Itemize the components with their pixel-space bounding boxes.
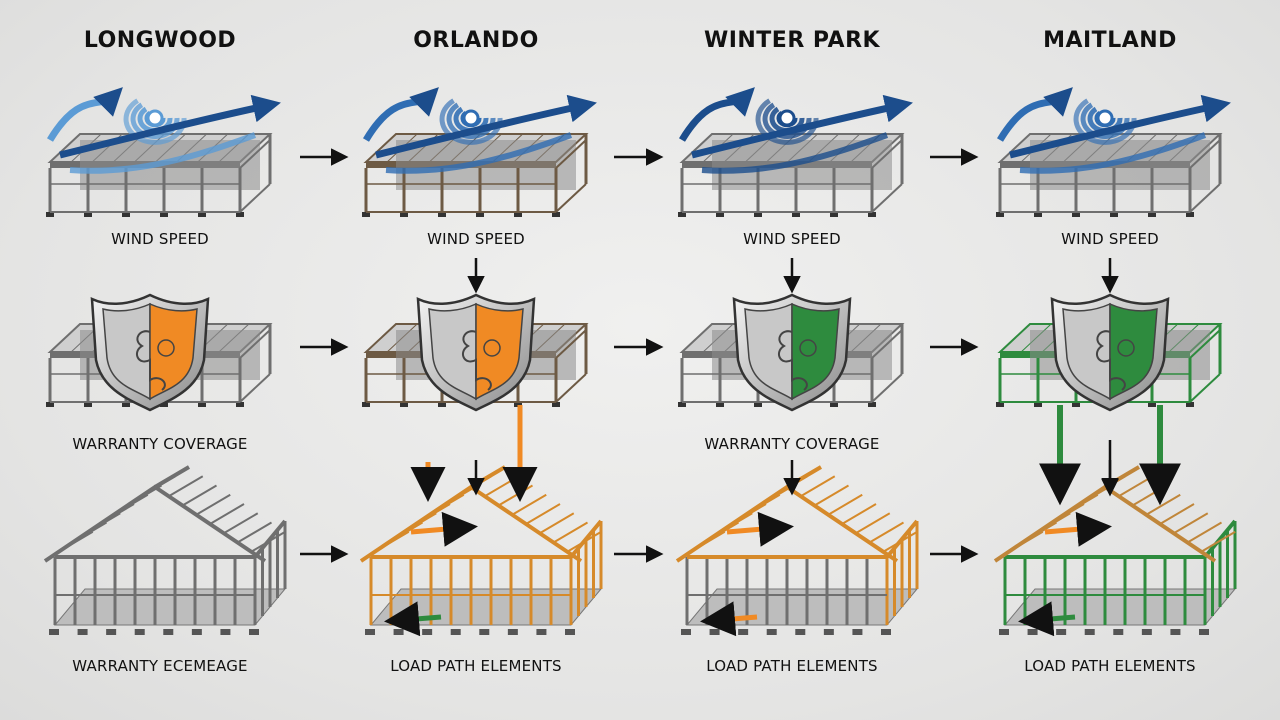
label-load-orlando: LOAD PATH ELEMENTS bbox=[390, 657, 562, 675]
warranty-shield-icon-0 bbox=[90, 293, 210, 412]
label-wind-speed-orlando: WIND SPEED bbox=[427, 230, 525, 248]
column-title-winter-park: WINTER PARK bbox=[703, 28, 881, 53]
label-load-winter-park: LOAD PATH ELEMENTS bbox=[706, 657, 878, 675]
column-title-longwood: LONGWOOD bbox=[83, 28, 237, 53]
wind-building-frame-2 bbox=[678, 133, 905, 217]
label-load-longwood: WARRANTY ECEMEAGE bbox=[72, 657, 248, 675]
warranty-shield-icon-1 bbox=[416, 293, 536, 412]
label-load-maitland: LOAD PATH ELEMENTS bbox=[1024, 657, 1196, 675]
load-path-house-frame-0 bbox=[43, 465, 287, 635]
wind-swirl-icon-1 bbox=[362, 87, 597, 174]
label-wind-speed-longwood: WIND SPEED bbox=[111, 230, 209, 248]
warranty-shield-icon-3 bbox=[1050, 293, 1170, 412]
wind-swirl-icon-3 bbox=[996, 87, 1231, 174]
load-path-house-frame-3 bbox=[993, 465, 1237, 637]
label-wind-speed-maitland: WIND SPEED bbox=[1061, 230, 1159, 248]
warranty-shield-icon-2 bbox=[732, 293, 852, 412]
wind-building-frame-3 bbox=[996, 133, 1223, 217]
wind-swirl-icon-0 bbox=[46, 87, 281, 174]
wind-building-frame-0 bbox=[46, 133, 273, 217]
load-path-house-frame-2 bbox=[675, 465, 919, 637]
wind-swirl-icon-2 bbox=[678, 87, 913, 174]
label-warranty-coverage-winter-park: WARRANTY COVERAGE bbox=[704, 435, 880, 453]
label-warranty-coverage-longwood: WARRANTY COVERAGE bbox=[72, 435, 248, 453]
label-wind-speed-winter-park: WIND SPEED bbox=[743, 230, 841, 248]
wind-building-frame-1 bbox=[362, 133, 589, 217]
column-title-orlando: ORLANDO bbox=[413, 28, 539, 53]
load-path-house-frame-1 bbox=[359, 465, 603, 637]
column-title-maitland: MAITLAND bbox=[1043, 28, 1177, 53]
